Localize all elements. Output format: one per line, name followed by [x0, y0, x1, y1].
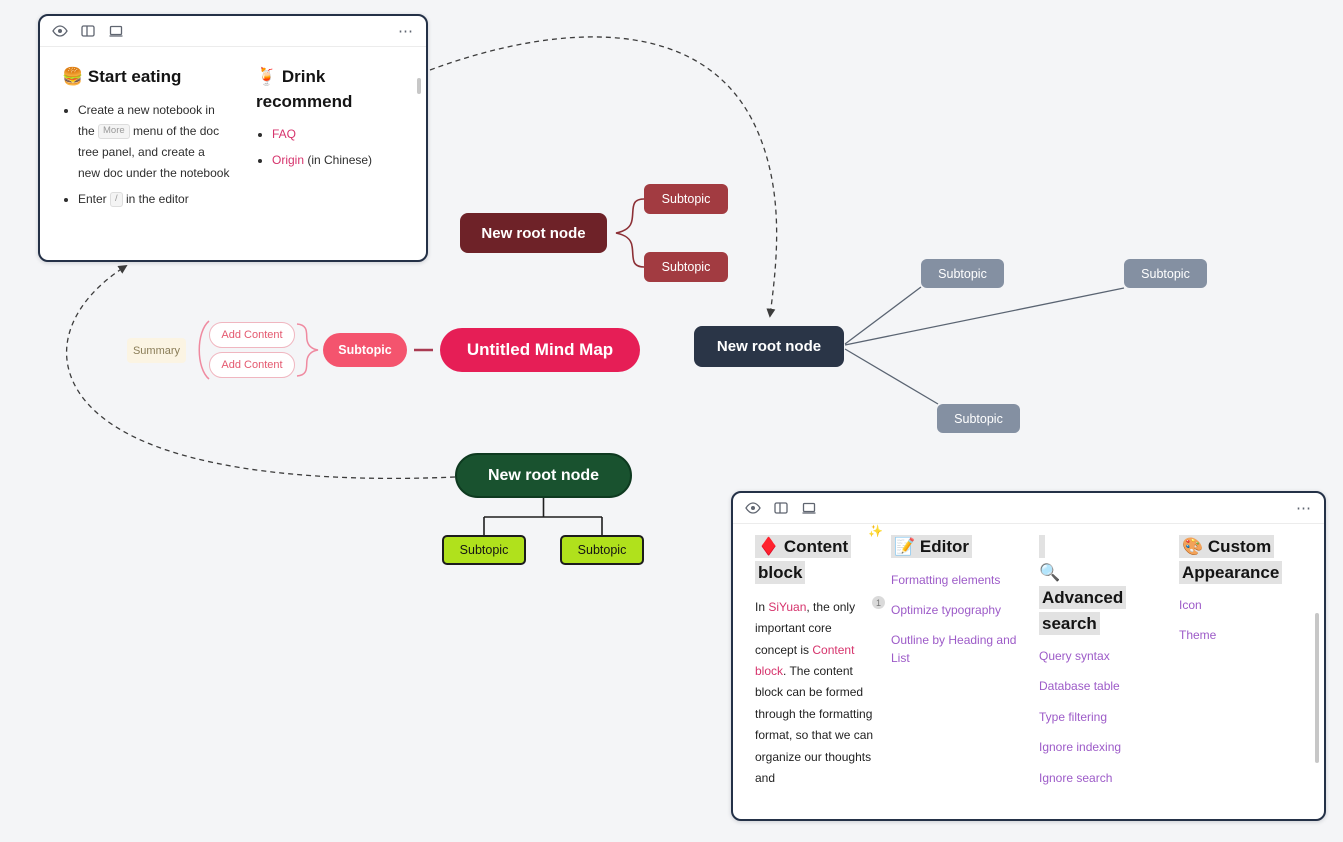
card-scrollbar[interactable]: [1315, 613, 1319, 763]
burger-icon: 🍔: [62, 67, 84, 86]
type-filtering-link[interactable]: Type filtering: [1039, 709, 1108, 724]
icon-link[interactable]: Icon: [1179, 598, 1202, 612]
content-block-paragraph: In SiYuan, the only important core conce…: [755, 600, 874, 785]
section-title: 🍔 Start eating: [62, 65, 230, 90]
summary-parenthesis: [198, 320, 210, 380]
doc-card-toolbar: ⋯: [733, 493, 1324, 524]
doc-preview-card-guide: ⋯ ♦️ Content block ✨ 1 In SiYuan, the on…: [731, 491, 1326, 821]
device-icon[interactable]: [108, 23, 124, 39]
section-title-text: Content block: [758, 537, 849, 582]
summary-tag[interactable]: Summary: [127, 338, 186, 363]
navy-subtopic-3[interactable]: Subtopic: [937, 404, 1020, 433]
editor-icon: 📝: [894, 537, 916, 556]
doc-column-drink-recommend: 🍹 Drink recommend FAQ Origin (in Chinese…: [256, 57, 391, 215]
bullet-item: FAQ: [272, 124, 391, 145]
green-tree-links: [483, 498, 603, 535]
split-panel-icon[interactable]: [773, 500, 789, 516]
bullet-item: Create a new notebook in the More menu o…: [78, 100, 230, 184]
navy-root-node[interactable]: New root node: [694, 326, 844, 367]
count-badge: 1: [872, 596, 885, 609]
navy-subtopic-1[interactable]: Subtopic: [921, 259, 1004, 288]
origin-link[interactable]: Origin: [272, 153, 305, 168]
section-title: 🎨 Custom Appearance: [1179, 535, 1283, 584]
add-content-pill-2[interactable]: Add Content: [209, 352, 295, 378]
green-root-node[interactable]: New root node: [455, 453, 632, 498]
doc-column-custom-appearance: 🎨 Custom Appearance Icon Theme: [1179, 534, 1297, 800]
sparkle-icon: ✨: [868, 524, 883, 538]
section-title-text: Custom Appearance: [1182, 537, 1280, 582]
ignore-indexing-link[interactable]: Ignore indexing: [1039, 740, 1122, 755]
summary-brace: [296, 323, 319, 377]
device-icon[interactable]: [801, 500, 817, 516]
magnifier-icon: 🔍: [1039, 562, 1061, 582]
doc-card-body: ♦️ Content block ✨ 1 In SiYuan, the only…: [733, 524, 1324, 800]
more-icon[interactable]: ⋯: [1296, 499, 1312, 517]
navy-link-3: [844, 348, 939, 405]
navy-subtopic-2[interactable]: Subtopic: [1124, 259, 1207, 288]
content-block-link[interactable]: Content block: [755, 642, 855, 679]
section-title: ♦️ Content block: [755, 535, 852, 584]
section-title-text: Start eating: [87, 67, 182, 86]
query-syntax-link[interactable]: Query syntax: [1039, 649, 1110, 663]
add-content-pill-1[interactable]: Add Content: [209, 322, 295, 348]
maroon-tree-brace: [615, 198, 645, 268]
section-title: 🍹 Drink recommend: [256, 65, 391, 114]
navy-link-2: [844, 287, 1125, 346]
section-title-text: Editor: [919, 537, 970, 556]
split-panel-icon[interactable]: [80, 23, 96, 39]
green-subtopic-2[interactable]: Subtopic: [560, 535, 644, 565]
siyuan-link[interactable]: SiYuan: [768, 600, 807, 614]
section-title: 📝 Editor: [891, 535, 973, 558]
doc-preview-card-start: ⋯ 🍔 Start eating Create a new notebook i…: [38, 14, 428, 262]
database-table-link[interactable]: Database table: [1039, 679, 1120, 694]
ignore-search-link[interactable]: Ignore search: [1039, 770, 1113, 785]
eye-icon[interactable]: [745, 500, 761, 516]
theme-link[interactable]: Theme: [1179, 628, 1217, 643]
drink-icon: 🍹: [256, 67, 278, 86]
optimize-typography-link[interactable]: Optimize typography: [891, 602, 1002, 617]
card-scrollbar[interactable]: [417, 78, 421, 94]
more-menu-kbd: More: [98, 124, 130, 139]
formatting-elements-link[interactable]: Formatting elements: [891, 572, 1001, 587]
eye-icon[interactable]: [52, 23, 68, 39]
section-title: 🔍 Advanced search: [1039, 535, 1165, 635]
navy-link-1: [844, 286, 922, 345]
doc-column-content-block: ♦️ Content block ✨ 1 In SiYuan, the only…: [755, 524, 885, 800]
pink-subtopic[interactable]: Subtopic: [323, 333, 407, 367]
more-icon[interactable]: ⋯: [398, 22, 414, 40]
outline-heading-list-link[interactable]: Outline by Heading and List: [891, 633, 1017, 665]
palette-icon: 🎨: [1182, 537, 1204, 556]
section-title-text: Drink recommend: [256, 67, 353, 111]
section-title-text: Advanced search: [1042, 588, 1124, 633]
doc-column-editor: 📝 Editor Formatting elements Optimize ty…: [891, 534, 1025, 800]
doc-card-body: 🍔 Start eating Create a new notebook in …: [40, 47, 426, 215]
bullet-item: Enter / in the editor: [78, 189, 230, 210]
doc-card-toolbar: ⋯: [40, 16, 426, 47]
slash-kbd: /: [110, 192, 123, 207]
doc-column-advanced-search: 🔍 Advanced search Query syntax Database …: [1039, 534, 1165, 800]
green-subtopic-1[interactable]: Subtopic: [442, 535, 526, 565]
maroon-root-node[interactable]: New root node: [460, 213, 607, 253]
diamond-icon: ♦️: [758, 537, 780, 556]
faq-link[interactable]: FAQ: [272, 127, 297, 142]
doc-column-start-eating: 🍔 Start eating Create a new notebook in …: [62, 57, 230, 215]
maroon-subtopic-2[interactable]: Subtopic: [644, 252, 728, 282]
bullet-item: Origin (in Chinese): [272, 150, 391, 171]
mindmap-title-node[interactable]: Untitled Mind Map: [440, 328, 640, 372]
maroon-subtopic-1[interactable]: Subtopic: [644, 184, 728, 214]
